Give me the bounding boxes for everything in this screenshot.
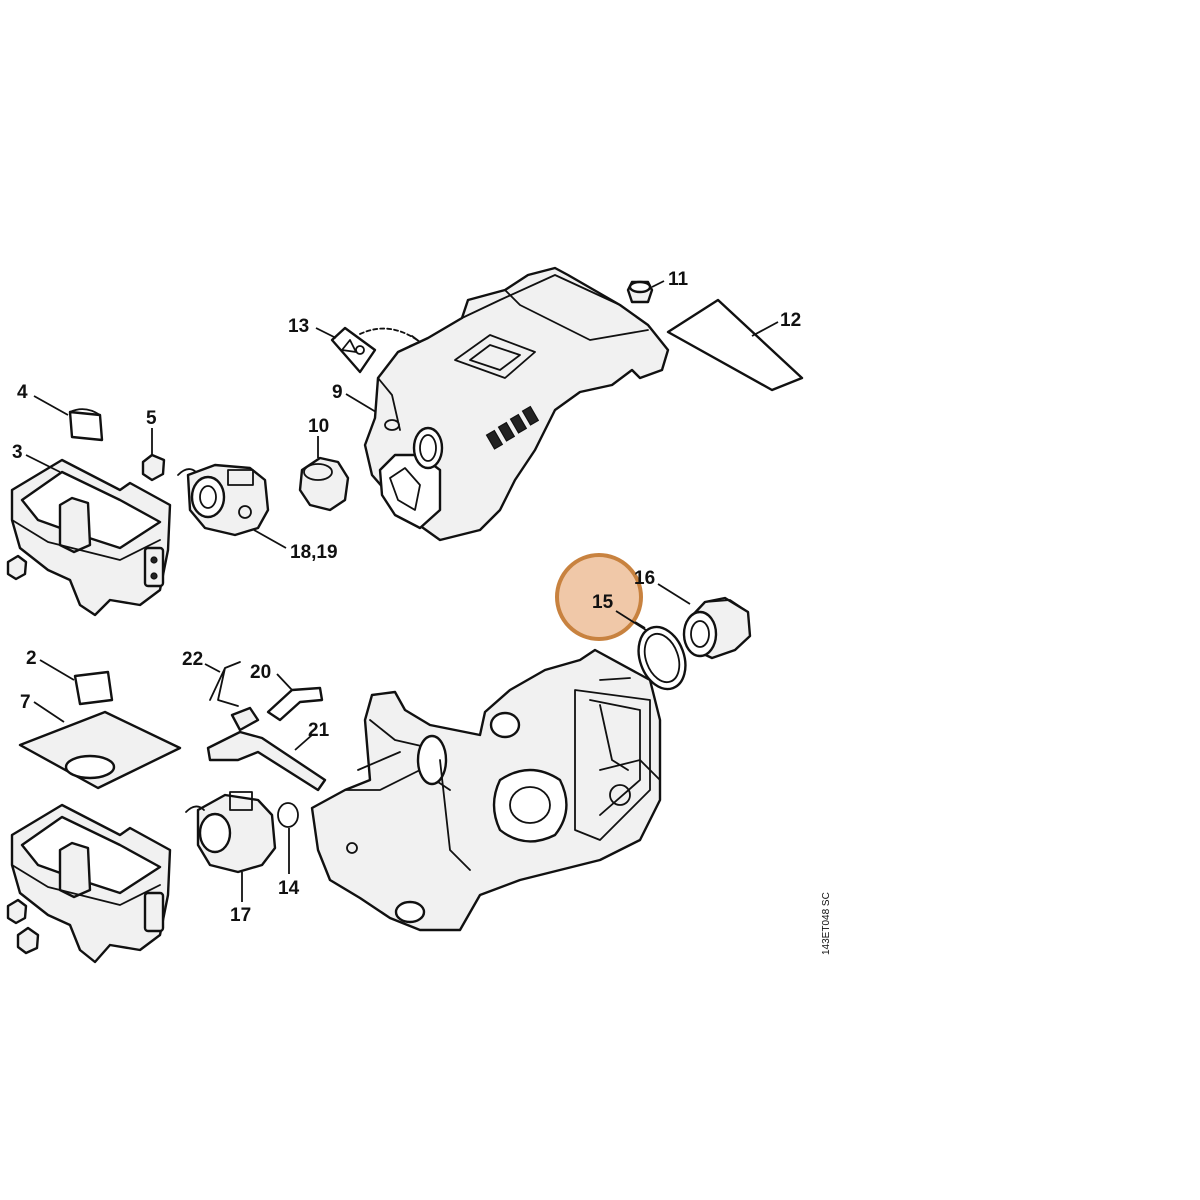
callout-label: 5: [146, 408, 157, 429]
air-box-upper-part[interactable]: [10, 458, 172, 617]
rod-part[interactable]: [209, 661, 241, 707]
warning-label-part[interactable]: [330, 326, 421, 374]
filter-ring-part-lower[interactable]: [73, 670, 114, 706]
callout-label: 20: [250, 662, 271, 683]
shroud-cover-part[interactable]: [363, 266, 670, 542]
nut-part-upper[interactable]: [6, 554, 28, 581]
clip-part[interactable]: [277, 802, 299, 828]
callout-label: 12: [780, 310, 801, 331]
callout-label: 13: [288, 316, 309, 337]
callout-label: 3: [12, 442, 23, 463]
callout-label: 18,19: [290, 542, 338, 563]
callout-label: 2: [26, 648, 37, 669]
drawing-code: 143ET048 SC: [821, 892, 832, 955]
air-filter-part[interactable]: [18, 710, 182, 790]
callout-label: 16: [634, 568, 655, 589]
leader-lines: [25, 280, 779, 902]
carburetor-upper-part[interactable]: [177, 463, 270, 537]
sticker-part[interactable]: [666, 298, 804, 392]
intake-manifold-part[interactable]: [682, 596, 752, 660]
cap-nut-part[interactable]: [626, 280, 654, 304]
nut-part-lower[interactable]: [6, 898, 40, 955]
carburetor-lower-part[interactable]: [185, 791, 277, 874]
callout-label: 22: [182, 649, 203, 670]
highlight-leader: [615, 610, 647, 631]
callout-label: 4: [17, 382, 28, 403]
ring-part[interactable]: [630, 620, 693, 695]
callout-label: 9: [332, 382, 343, 403]
bracket-part[interactable]: [266, 686, 324, 722]
callout-label: 11: [668, 269, 689, 290]
highlight-marker[interactable]: [555, 553, 643, 641]
callout-label: 21: [308, 720, 330, 741]
callout-label: 14: [278, 878, 300, 899]
crankcase-part[interactable]: [310, 648, 662, 932]
callout-label: 17: [230, 905, 251, 926]
throttle-shaft-part[interactable]: [206, 706, 327, 792]
grommet-part[interactable]: [141, 453, 166, 482]
callout-labels: 11 12 13 9 4 5 10 3 18,19 16 2 22 20 7 2…: [12, 269, 801, 926]
highlight-label: 15: [592, 592, 614, 613]
filter-ring-part-upper[interactable]: [68, 408, 104, 442]
air-box-lower-part[interactable]: [10, 803, 172, 964]
callout-label: 10: [308, 416, 329, 437]
callout-label: 7: [20, 692, 31, 713]
knob-part[interactable]: [298, 456, 350, 512]
